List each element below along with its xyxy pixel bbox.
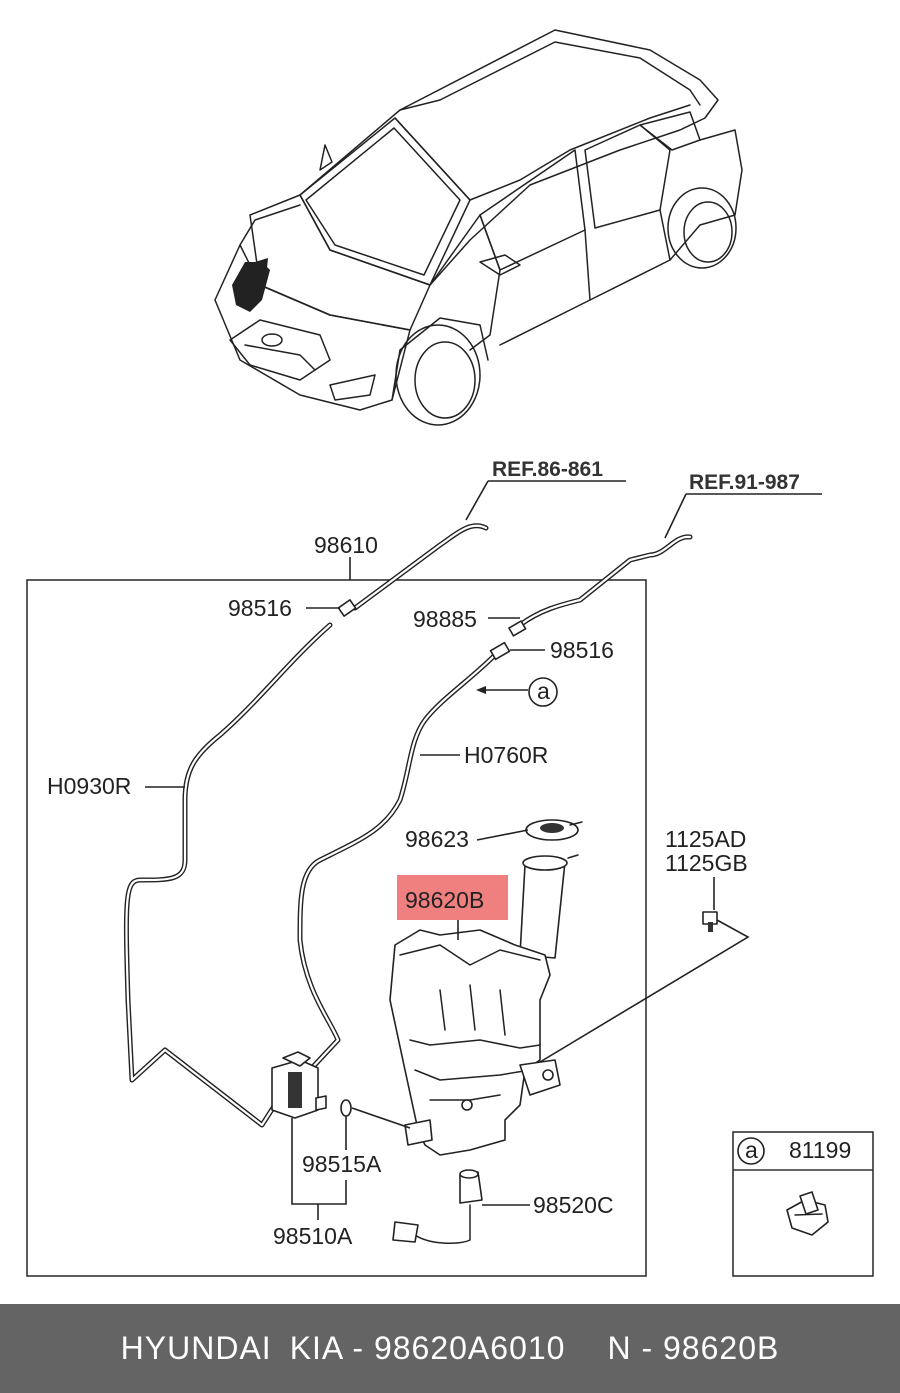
mounting-bolt [539,911,750,1063]
ref-label-91-987: REF.91-987 [689,471,800,494]
label-1125AD: 1125AD [665,826,746,852]
label-98610: 98610 [314,532,378,558]
assembly-frame [26,579,647,1277]
connector-98516-right [489,641,511,661]
part-number-footer: HYUNDAI KIA - 98620A6010 N - 98620B [0,1304,900,1393]
washer-reservoir [389,854,579,1156]
label-98516-right: 98516 [550,637,614,663]
pump-grommet [340,1099,411,1129]
label-98520C: 98520C [533,1192,614,1218]
hoses [123,523,693,1128]
inset-part-81199: 81199 [789,1137,851,1163]
connector-98516-left [337,599,357,617]
label-98620B: 98620B [405,887,484,913]
hose-clip-icon [786,1191,829,1236]
callout-a-text: a [537,678,550,704]
level-sensor [392,1169,483,1245]
inset-circle-a-text: a [745,1137,758,1163]
reservoir-cap [525,819,583,841]
label-1125GB: 1125GB [665,850,748,876]
callout-a-circle [528,677,558,707]
footer-kia-part-number: KIA - 98620A6010 [289,1330,566,1366]
footer-brand-hyundai: HYUNDAI [120,1330,272,1366]
connector-98885 [508,620,527,637]
ref-label-86-861: REF.86-861 [492,458,603,481]
label-98885: 98885 [413,606,477,632]
inset-box: a 81199 [732,1131,874,1277]
label-98510A: 98510A [273,1223,353,1249]
label-98623: 98623 [405,826,469,852]
car-illustration [214,29,743,426]
label-98515A: 98515A [302,1151,382,1177]
washer-pump [271,1051,327,1119]
parts-diagram: REF.86-861 REF.91-987 [26,29,874,1277]
leader-lines [145,557,715,1220]
highlight-98620B [397,875,508,920]
label-h0760r: H0760R [464,742,548,768]
label-h0930r: H0930R [47,773,131,799]
footer-diagram-code: N - 98620B [607,1330,780,1366]
part-labels: 98610 98516 98885 98516 a H0760R H0930R … [47,532,748,1249]
label-98516-left: 98516 [228,595,292,621]
inset-circle-a [737,1137,765,1165]
